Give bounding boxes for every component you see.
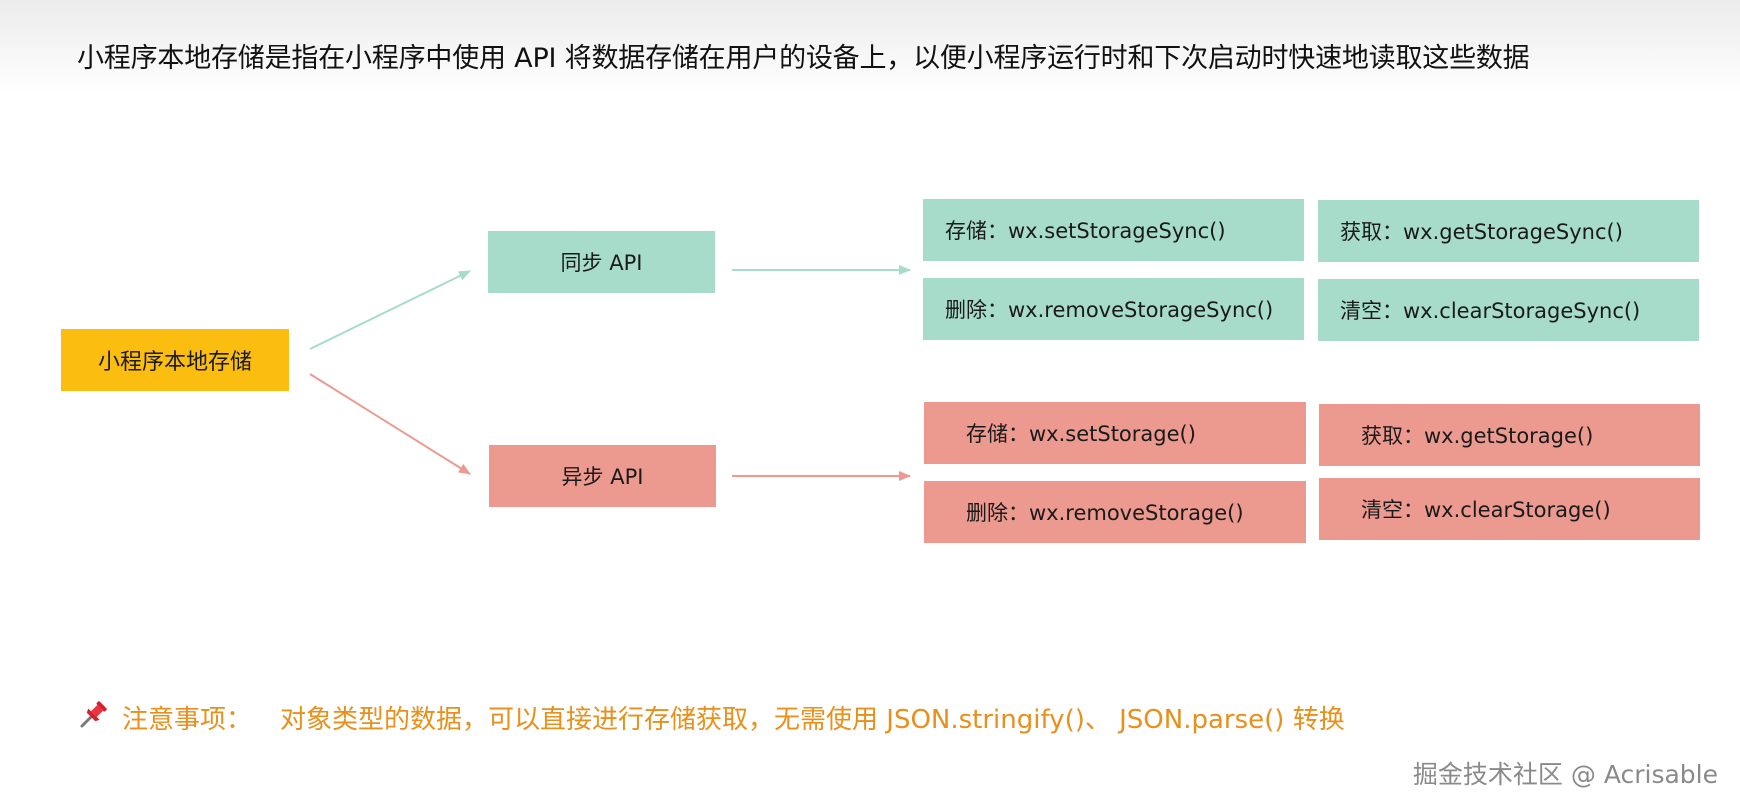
note-label: 注意事项： bbox=[122, 705, 253, 735]
async-clear-item: 清空：wx.clearStorage() bbox=[1319, 478, 1700, 540]
sync-set-label: 存储：wx.setStorageSync() bbox=[945, 219, 1226, 243]
root-node: 小程序本地存储 bbox=[61, 329, 289, 391]
note: 注意事项： 对象类型的数据，可以直接进行存储获取，无需使用 JSON.strin… bbox=[78, 698, 1345, 737]
watermark: 掘金技术社区 @ Acrisable bbox=[1412, 760, 1718, 789]
async-api-node: 异步 API bbox=[489, 445, 716, 507]
arrow-root-to-async bbox=[309, 373, 471, 475]
async-get-item: 获取：wx.getStorage() bbox=[1319, 404, 1700, 466]
note-text: 对象类型的数据，可以直接进行存储获取，无需使用 JSON.stringify()… bbox=[280, 705, 1345, 735]
page-heading: 小程序本地存储是指在小程序中使用 API 将数据存储在用户的设备上，以便小程序运… bbox=[77, 43, 1530, 74]
sync-api-node: 同步 API bbox=[488, 231, 715, 293]
sync-remove-item: 删除：wx.removeStorageSync() bbox=[923, 278, 1304, 340]
sync-clear-label: 清空：wx.clearStorageSync() bbox=[1340, 299, 1641, 323]
arrow-root-to-sync bbox=[309, 270, 471, 350]
async-clear-label: 清空：wx.clearStorage() bbox=[1361, 498, 1611, 522]
sync-remove-label: 删除：wx.removeStorageSync() bbox=[945, 298, 1274, 322]
async-set-label: 存储：wx.setStorage() bbox=[966, 422, 1196, 446]
pushpin-icon bbox=[78, 698, 112, 737]
async-set-item: 存储：wx.setStorage() bbox=[924, 402, 1306, 464]
sync-get-label: 获取：wx.getStorageSync() bbox=[1340, 220, 1623, 244]
sync-set-item: 存储：wx.setStorageSync() bbox=[923, 199, 1304, 261]
async-api-label: 异步 API bbox=[561, 465, 644, 489]
sync-get-item: 获取：wx.getStorageSync() bbox=[1318, 200, 1699, 262]
async-get-label: 获取：wx.getStorage() bbox=[1361, 424, 1594, 448]
sync-clear-item: 清空：wx.clearStorageSync() bbox=[1318, 279, 1699, 341]
root-node-label: 小程序本地存储 bbox=[97, 350, 252, 375]
async-remove-label: 删除：wx.removeStorage() bbox=[966, 501, 1244, 525]
async-remove-item: 删除：wx.removeStorage() bbox=[924, 481, 1306, 543]
header-band bbox=[0, 0, 1740, 95]
sync-api-label: 同步 API bbox=[560, 251, 643, 275]
